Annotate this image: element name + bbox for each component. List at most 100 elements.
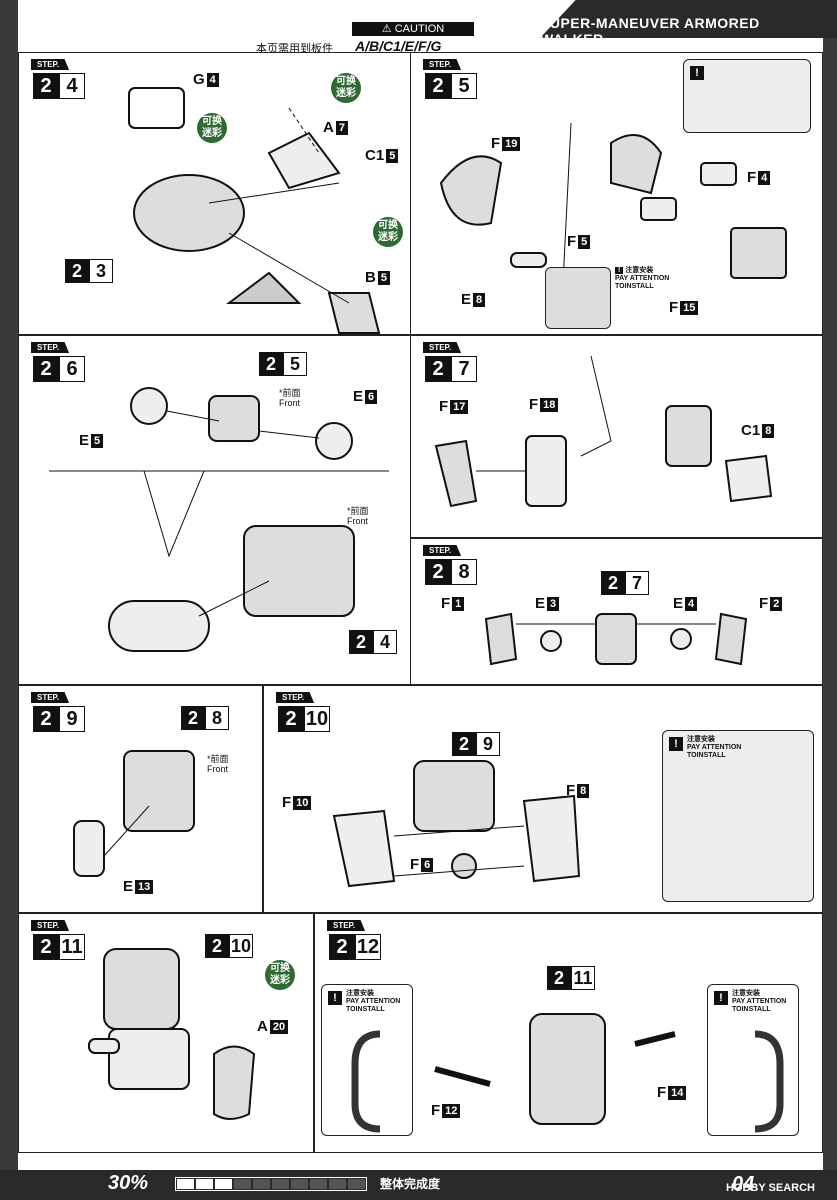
brand-title: SUPER-MANEUVER ARMORED WALKER (540, 15, 760, 47)
footer-bar: 30% 整体完成度 04 HOBBY SEARCH (0, 1170, 837, 1200)
part-illustration (128, 87, 381, 334)
step-number: 2 4 (33, 73, 85, 99)
exclamation-icon: ! (669, 737, 683, 751)
part-illustration (434, 355, 773, 508)
exclamation-icon: ! (714, 991, 728, 1005)
step-number: 2 12 (329, 934, 381, 960)
step-digit: 2 (425, 356, 451, 382)
step-digit: 4 (59, 73, 85, 99)
step-digit: 11 (59, 934, 85, 960)
step-number: 2 7 (425, 356, 477, 382)
part-illustration (73, 750, 195, 877)
step-digit: 2 (33, 706, 59, 732)
part-illustration (88, 948, 256, 1120)
page-frame-right (823, 0, 837, 1200)
step-digit: 10 (304, 706, 330, 732)
camo-swap-badge: 可换 迷彩 (265, 960, 295, 990)
caution-label: CAUTION (394, 23, 445, 35)
step-digit: 2 (425, 559, 451, 585)
page-number: 04 (732, 1173, 755, 1195)
step-digit: 5 (451, 73, 477, 99)
step-tag: STEP. (31, 692, 70, 703)
part-illustration (332, 760, 581, 888)
step-number: 2 5 (425, 73, 477, 99)
step-number: 2 6 (33, 356, 85, 382)
camo-swap-badge: 可换 迷彩 (331, 73, 361, 103)
step-number: 2 9 (33, 706, 85, 732)
step-number: 2 10 (278, 706, 330, 732)
part-illustration (484, 612, 748, 666)
step-digit: 12 (355, 934, 381, 960)
step-tag: STEP. (423, 545, 462, 556)
step-digit: 9 (59, 706, 85, 732)
step-tag: STEP. (31, 342, 70, 353)
step-tag: STEP. (276, 692, 315, 703)
page-frame-left (0, 0, 18, 1200)
warning-icon: ⚠ (381, 23, 392, 35)
exclamation-icon: ! (615, 267, 624, 274)
step-tag: STEP. (423, 59, 462, 70)
camo-swap-badge: 可换 迷彩 (373, 217, 403, 247)
step-tag: STEP. (31, 59, 70, 70)
attention-box: ! (683, 59, 811, 133)
camo-swap-badge: 可换 迷彩 (197, 113, 227, 143)
parts-used: A/B/C1/E/F/G (355, 38, 442, 54)
step-tag: STEP. (31, 920, 70, 931)
step-digit: 8 (451, 559, 477, 585)
step-digit: 2 (329, 934, 355, 960)
step-digit: 2 (33, 73, 59, 99)
step-tag: STEP. (327, 920, 366, 931)
step-digit: 6 (59, 356, 85, 382)
step-digit: 2 (33, 934, 59, 960)
watermark: HOBBY SEARCH (725, 1182, 815, 1194)
part-illustration (49, 387, 389, 652)
